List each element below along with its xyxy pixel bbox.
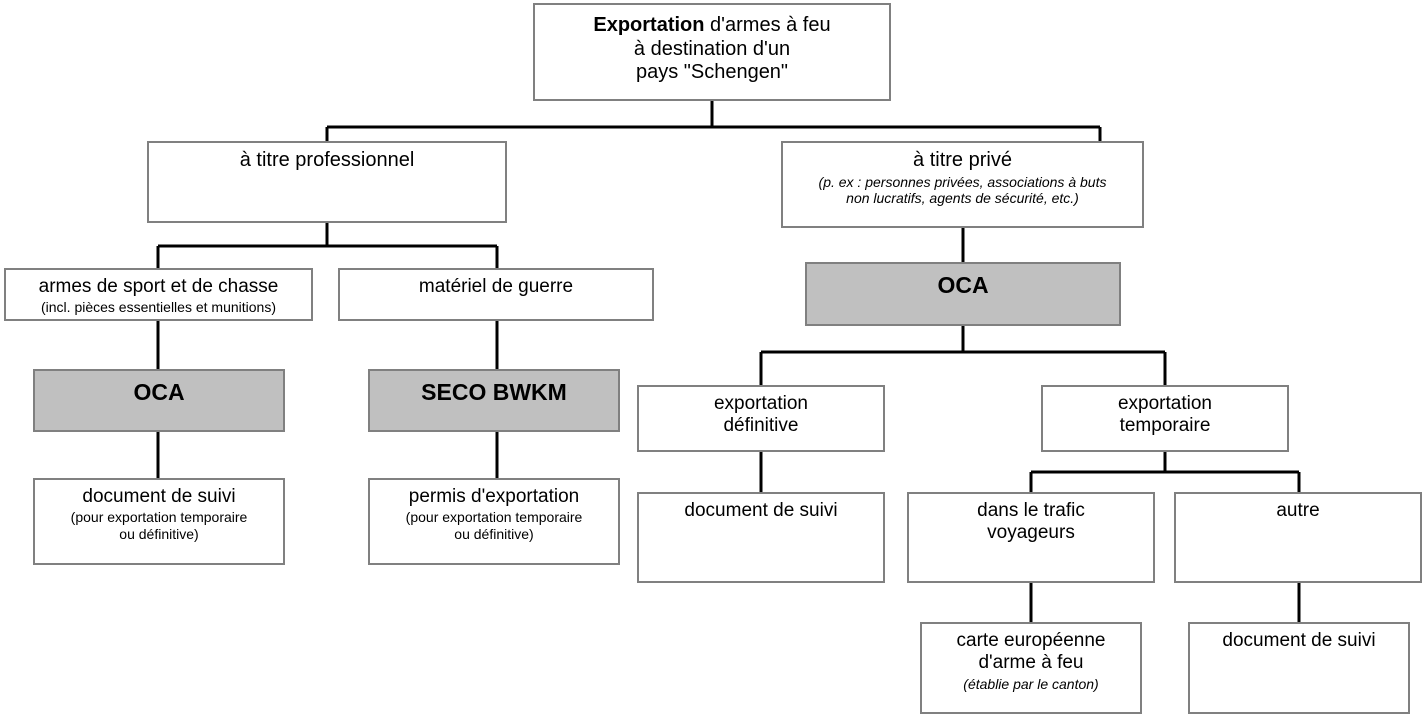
node-oca-sport[interactable]: OCA: [33, 369, 285, 432]
node-autre-title: autre: [1276, 500, 1320, 521]
node-armes-de-sport-et-de-chasse[interactable]: armes de sport et de chasse (incl. pièce…: [4, 268, 313, 321]
node-oca-prive[interactable]: OCA: [805, 262, 1121, 326]
node-root-title: Exportation d'armes à feu: [593, 14, 830, 38]
node-private-sub: (p. ex : personnes privées, associations…: [818, 173, 1107, 207]
node-exportation-temporaire[interactable]: exportation temporaire: [1041, 385, 1289, 452]
node-dans-le-trafic-voyageurs[interactable]: dans le trafic voyageurs: [907, 492, 1155, 583]
node-private-title: à titre privé: [913, 149, 1012, 171]
node-oca-right-title: OCA: [937, 272, 989, 298]
node-root-line2: à destination d'un: [633, 37, 791, 60]
node-professional-title: à titre professionnel: [239, 149, 415, 171]
node-a-titre-professionnel[interactable]: à titre professionnel: [147, 141, 507, 223]
node-oca-left-title: OCA: [133, 379, 185, 405]
node-root[interactable]: Exportation d'armes à feu à destination …: [533, 3, 891, 101]
node-sport-hunting-sub: (incl. pièces essentielles et munitions): [41, 299, 276, 316]
node-carte-europeenne-d-arme-a-feu[interactable]: carte européenne d'arme à feu (établie p…: [920, 622, 1142, 714]
node-root-line3: pays "Schengen": [635, 61, 789, 84]
node-doc-suivi-autre-title: document de suivi: [1222, 630, 1376, 651]
node-doc-suivi-left-sub: (pour exportation temporaire ou définiti…: [70, 509, 248, 542]
node-document-de-suivi-definitive[interactable]: document de suivi: [637, 492, 885, 583]
node-trafic-voyageurs-title: dans le trafic voyageurs: [977, 500, 1085, 544]
node-export-definitive-title: exportation définitive: [713, 393, 808, 437]
node-carte-europeenne-sub: (établie par le canton): [963, 675, 1099, 692]
node-permis-export-sub: (pour exportation temporaire ou définiti…: [405, 509, 583, 542]
node-sport-hunting-title: armes de sport et de chasse: [38, 276, 279, 297]
node-doc-suivi-definitive-title: document de suivi: [684, 500, 838, 521]
node-exportation-definitive[interactable]: exportation définitive: [637, 385, 885, 452]
node-autre[interactable]: autre: [1174, 492, 1422, 583]
node-carte-europeenne-title: carte européenne d'arme à feu: [956, 630, 1106, 674]
node-doc-suivi-left-title: document de suivi: [82, 486, 236, 507]
node-permis-d-exportation[interactable]: permis d'exportation (pour exportation t…: [368, 478, 620, 565]
node-war-material-title: matériel de guerre: [418, 276, 574, 297]
node-seco-bwkm[interactable]: SECO BWKM: [368, 369, 620, 432]
node-export-temporaire-title: exportation temporaire: [1117, 393, 1212, 437]
node-document-de-suivi-autre[interactable]: document de suivi: [1188, 622, 1410, 714]
node-a-titre-prive[interactable]: à titre privé (p. ex : personnes privées…: [781, 141, 1144, 228]
node-document-de-suivi-oca[interactable]: document de suivi (pour exportation temp…: [33, 478, 285, 565]
node-root-title-bold: Exportation: [593, 14, 705, 36]
node-permis-export-title: permis d'exportation: [408, 486, 580, 507]
node-root-title-rest: d'armes à feu: [704, 14, 831, 36]
node-seco-bwkm-title: SECO BWKM: [421, 379, 567, 405]
node-materiel-de-guerre[interactable]: matériel de guerre: [338, 268, 654, 321]
